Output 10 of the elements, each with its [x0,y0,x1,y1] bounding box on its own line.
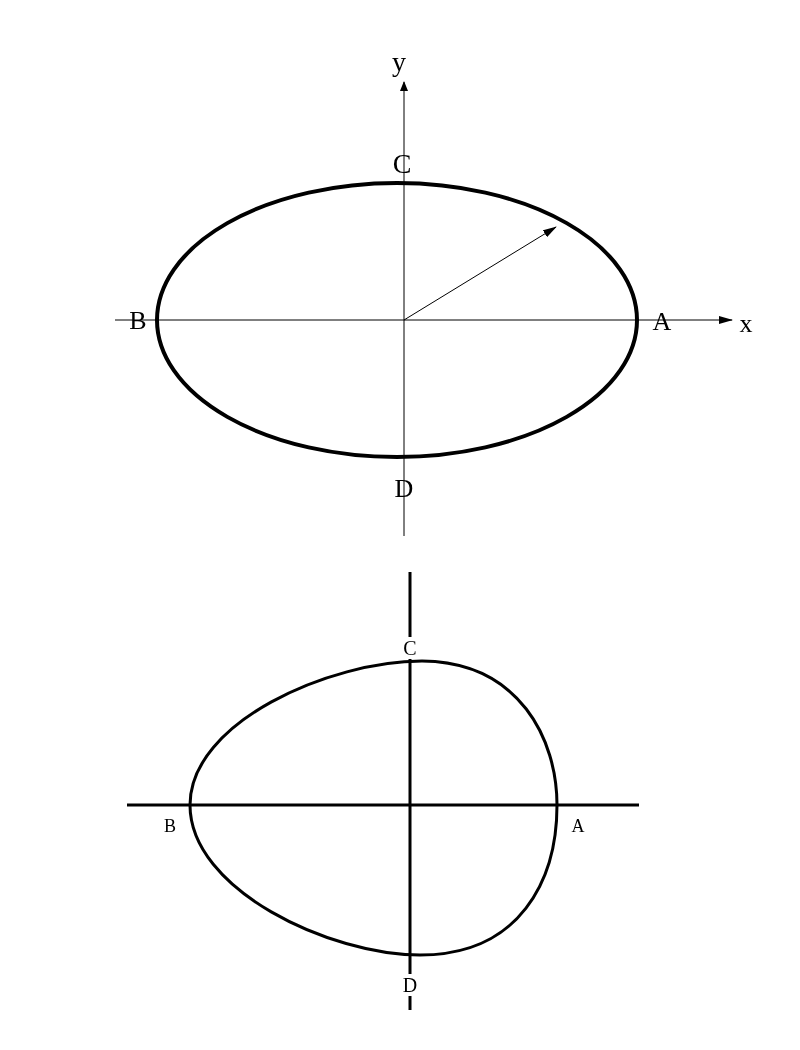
point-label: D [394,476,414,502]
point-label: B [164,817,176,835]
point-label: A [571,817,585,835]
point-label: C [392,150,412,178]
point-label: D [401,974,419,996]
axis-label: x [739,311,753,337]
point-label: A [652,309,672,335]
axis-label: y [392,48,406,76]
point-label: C [402,637,418,659]
point-label: B [129,308,147,334]
